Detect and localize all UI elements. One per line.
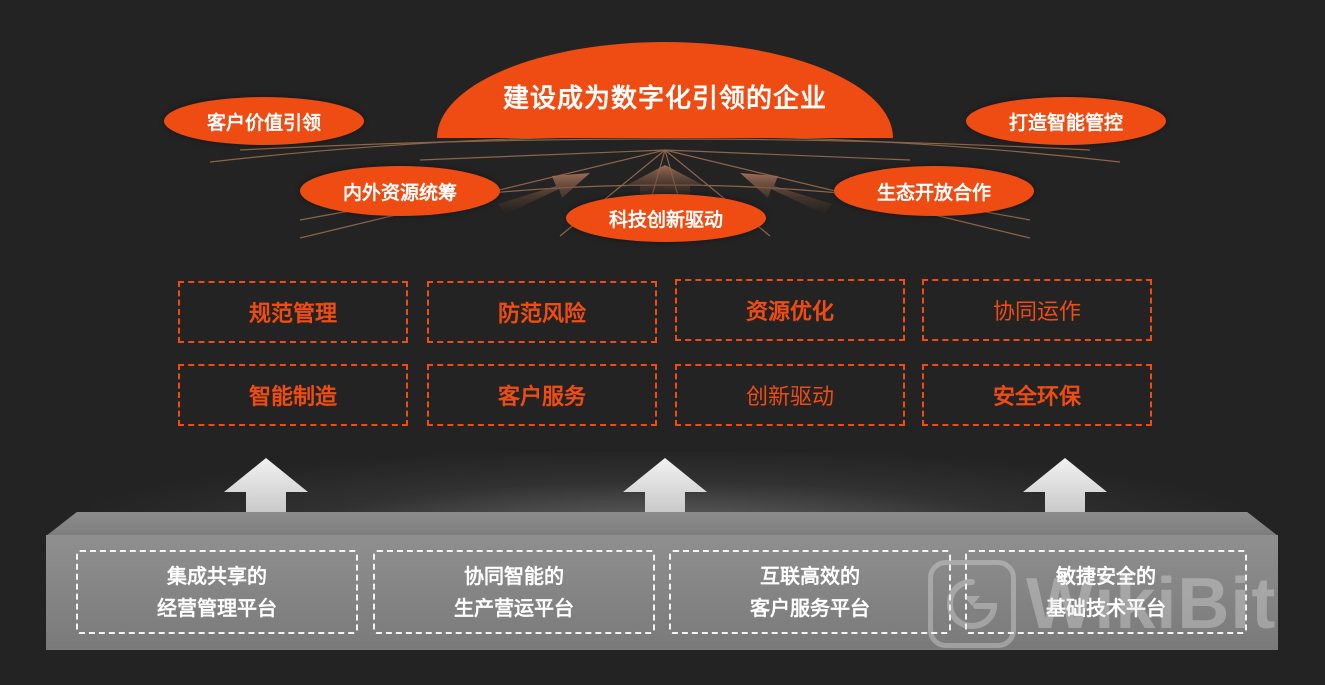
capability-box: 规范管理 xyxy=(178,281,408,343)
platform-box: 敏捷安全的 基础技术平台 xyxy=(965,550,1247,634)
pillar-open-ecosystem: 生态开放合作 xyxy=(834,166,1034,216)
capability-label: 防范风险 xyxy=(497,302,586,327)
rising-arrows xyxy=(498,165,832,214)
platform-top-surface xyxy=(46,512,1278,536)
pillar-label: 客户价值引领 xyxy=(206,111,321,134)
platform-line-2: 生产营运平台 xyxy=(454,596,574,620)
platform-box: 协同智能的 生产营运平台 xyxy=(373,550,655,634)
capability-box: 客户服务 xyxy=(427,364,657,426)
goal-title: 建设成为数字化引领的企业 xyxy=(502,83,827,114)
pillar-label: 内外资源统筹 xyxy=(342,181,457,204)
platform-line-1: 互联高效的 xyxy=(760,564,860,588)
platform-line-1: 敏捷安全的 xyxy=(1056,564,1156,588)
capability-label: 客户服务 xyxy=(497,385,586,410)
platform-line-2: 基础技术平台 xyxy=(1046,596,1166,620)
watermark-text: WikiBit xyxy=(1026,564,1277,644)
capability-label: 规范管理 xyxy=(248,302,337,327)
platform-box: 互联高效的 客户服务平台 xyxy=(669,550,951,634)
up-arrow-icon xyxy=(623,458,707,528)
platform-line-1: 集成共享的 xyxy=(167,564,267,588)
pillar-customer-value: 客户价值引领 xyxy=(164,97,364,145)
watermark-logo-icon xyxy=(928,560,1016,648)
capability-box: 资源优化 xyxy=(675,279,905,341)
up-arrow-icon xyxy=(224,458,308,528)
pillar-tech-innovation: 科技创新驱动 xyxy=(566,194,766,242)
pillar-label: 生态开放合作 xyxy=(876,181,991,204)
up-arrow-icon xyxy=(1023,458,1107,528)
capability-box: 协同运作 xyxy=(922,279,1152,341)
pillar-label: 打造智能管控 xyxy=(1008,111,1123,134)
capability-box: 防范风险 xyxy=(427,281,657,343)
capability-label: 资源优化 xyxy=(745,300,834,325)
capability-label: 协同运作 xyxy=(992,300,1081,325)
watermark: WikiBit xyxy=(928,548,1308,660)
capability-label: 智能制造 xyxy=(248,385,337,410)
platform-line-2: 经营管理平台 xyxy=(157,596,277,620)
capability-box: 智能制造 xyxy=(178,364,408,426)
pillar-smart-control: 打造智能管控 xyxy=(966,97,1166,145)
platform-box: 集成共享的 经营管理平台 xyxy=(76,550,358,634)
capability-box: 创新驱动 xyxy=(675,364,905,426)
capability-label: 安全环保 xyxy=(992,385,1081,410)
pillar-resource-coordination: 内外资源统筹 xyxy=(300,166,500,216)
capability-label: 创新驱动 xyxy=(745,385,834,410)
platform-line-2: 客户服务平台 xyxy=(750,596,870,620)
capability-box: 安全环保 xyxy=(922,364,1152,426)
platform-line-1: 协同智能的 xyxy=(464,564,564,588)
platform-base xyxy=(46,535,1278,650)
pillar-label: 科技创新驱动 xyxy=(608,208,723,231)
